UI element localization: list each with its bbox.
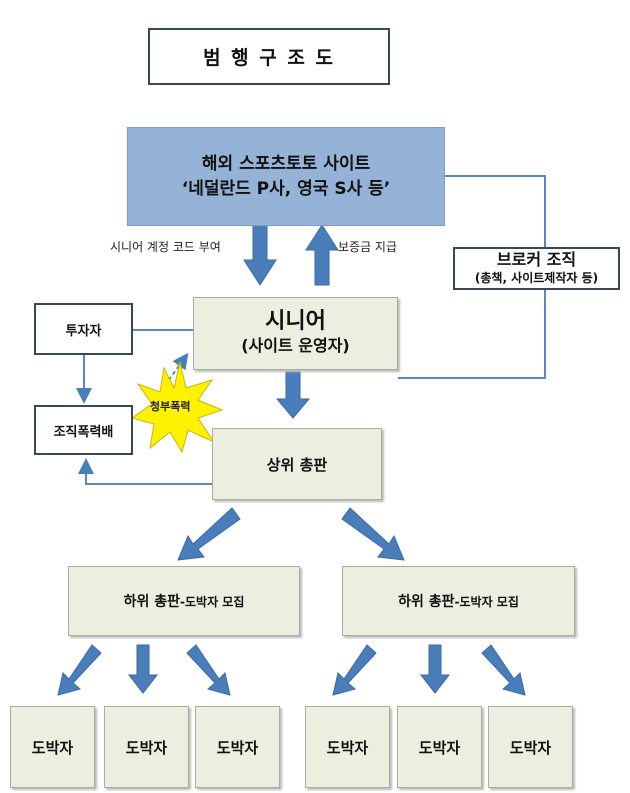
contract-violence-label: 청부폭력	[150, 400, 191, 413]
gambler-box: 도박자	[305, 706, 390, 788]
broker-title: 브로커 조직	[496, 249, 577, 269]
lower-distributor-sub: -도박자 모집	[454, 594, 519, 609]
broker-senior-line	[398, 290, 546, 379]
gambler-box: 도박자	[488, 706, 573, 788]
upper-gang-arrow	[78, 458, 212, 485]
arrows-left-gamblers	[57, 644, 231, 696]
broker-box: 브로커 조직 (총책, 사이트제작자 등)	[453, 247, 620, 290]
overseas-site-examples: ‘네덜란드 P사, 영국 S사 등’	[181, 178, 391, 199]
lower-distributor-box-left: 하위 총판-도박자 모집	[68, 566, 300, 636]
overseas-site-box: 해외 스포츠토토 사이트 ‘네덜란드 P사, 영국 S사 등’	[127, 127, 445, 226]
down-arrow-code	[243, 224, 277, 286]
gangsters-box: 조직폭력배	[34, 405, 133, 455]
senior-title: 시니어	[265, 308, 326, 334]
senior-detail: (사이트 운영자)	[241, 335, 350, 355]
arrows-right-gamblers	[332, 644, 526, 696]
up-arrow-deposit	[305, 224, 339, 286]
gambler-box: 도박자	[10, 706, 95, 788]
burst-shape	[130, 361, 224, 454]
arrow-upper-lower-left	[177, 507, 241, 561]
gambler-box: 도박자	[195, 706, 280, 788]
diagram-title: 범 행 구 조 도	[148, 28, 390, 85]
gambler-box: 도박자	[104, 706, 189, 788]
gang-senior-dashed-arrow	[139, 352, 189, 421]
down-arrow-senior-upper	[275, 371, 311, 419]
arrow-upper-lower-right	[341, 507, 405, 561]
code-grant-label: 시니어 계정 코드 부여	[110, 240, 221, 254]
lower-distributor-title: 하위 총판	[123, 594, 181, 610]
lower-distributor-box-right: 하위 총판-도박자 모집	[342, 566, 575, 636]
upper-distributor-box: 상위 총판	[212, 428, 382, 500]
broker-detail: (총책, 사이트제작자 등)	[474, 270, 599, 285]
investor-box: 투자자	[34, 303, 133, 355]
senior-box: 시니어 (사이트 운영자)	[193, 297, 398, 370]
lower-distributor-title: 하위 총판	[398, 594, 455, 610]
site-broker-line	[445, 175, 546, 247]
overseas-site-title: 해외 스포츠토토 사이트	[201, 153, 371, 174]
lower-distributor-sub: -도박자 모집	[180, 594, 245, 609]
deposit-label: 보증금 지급	[338, 240, 398, 254]
gambler-box: 도박자	[397, 706, 482, 788]
